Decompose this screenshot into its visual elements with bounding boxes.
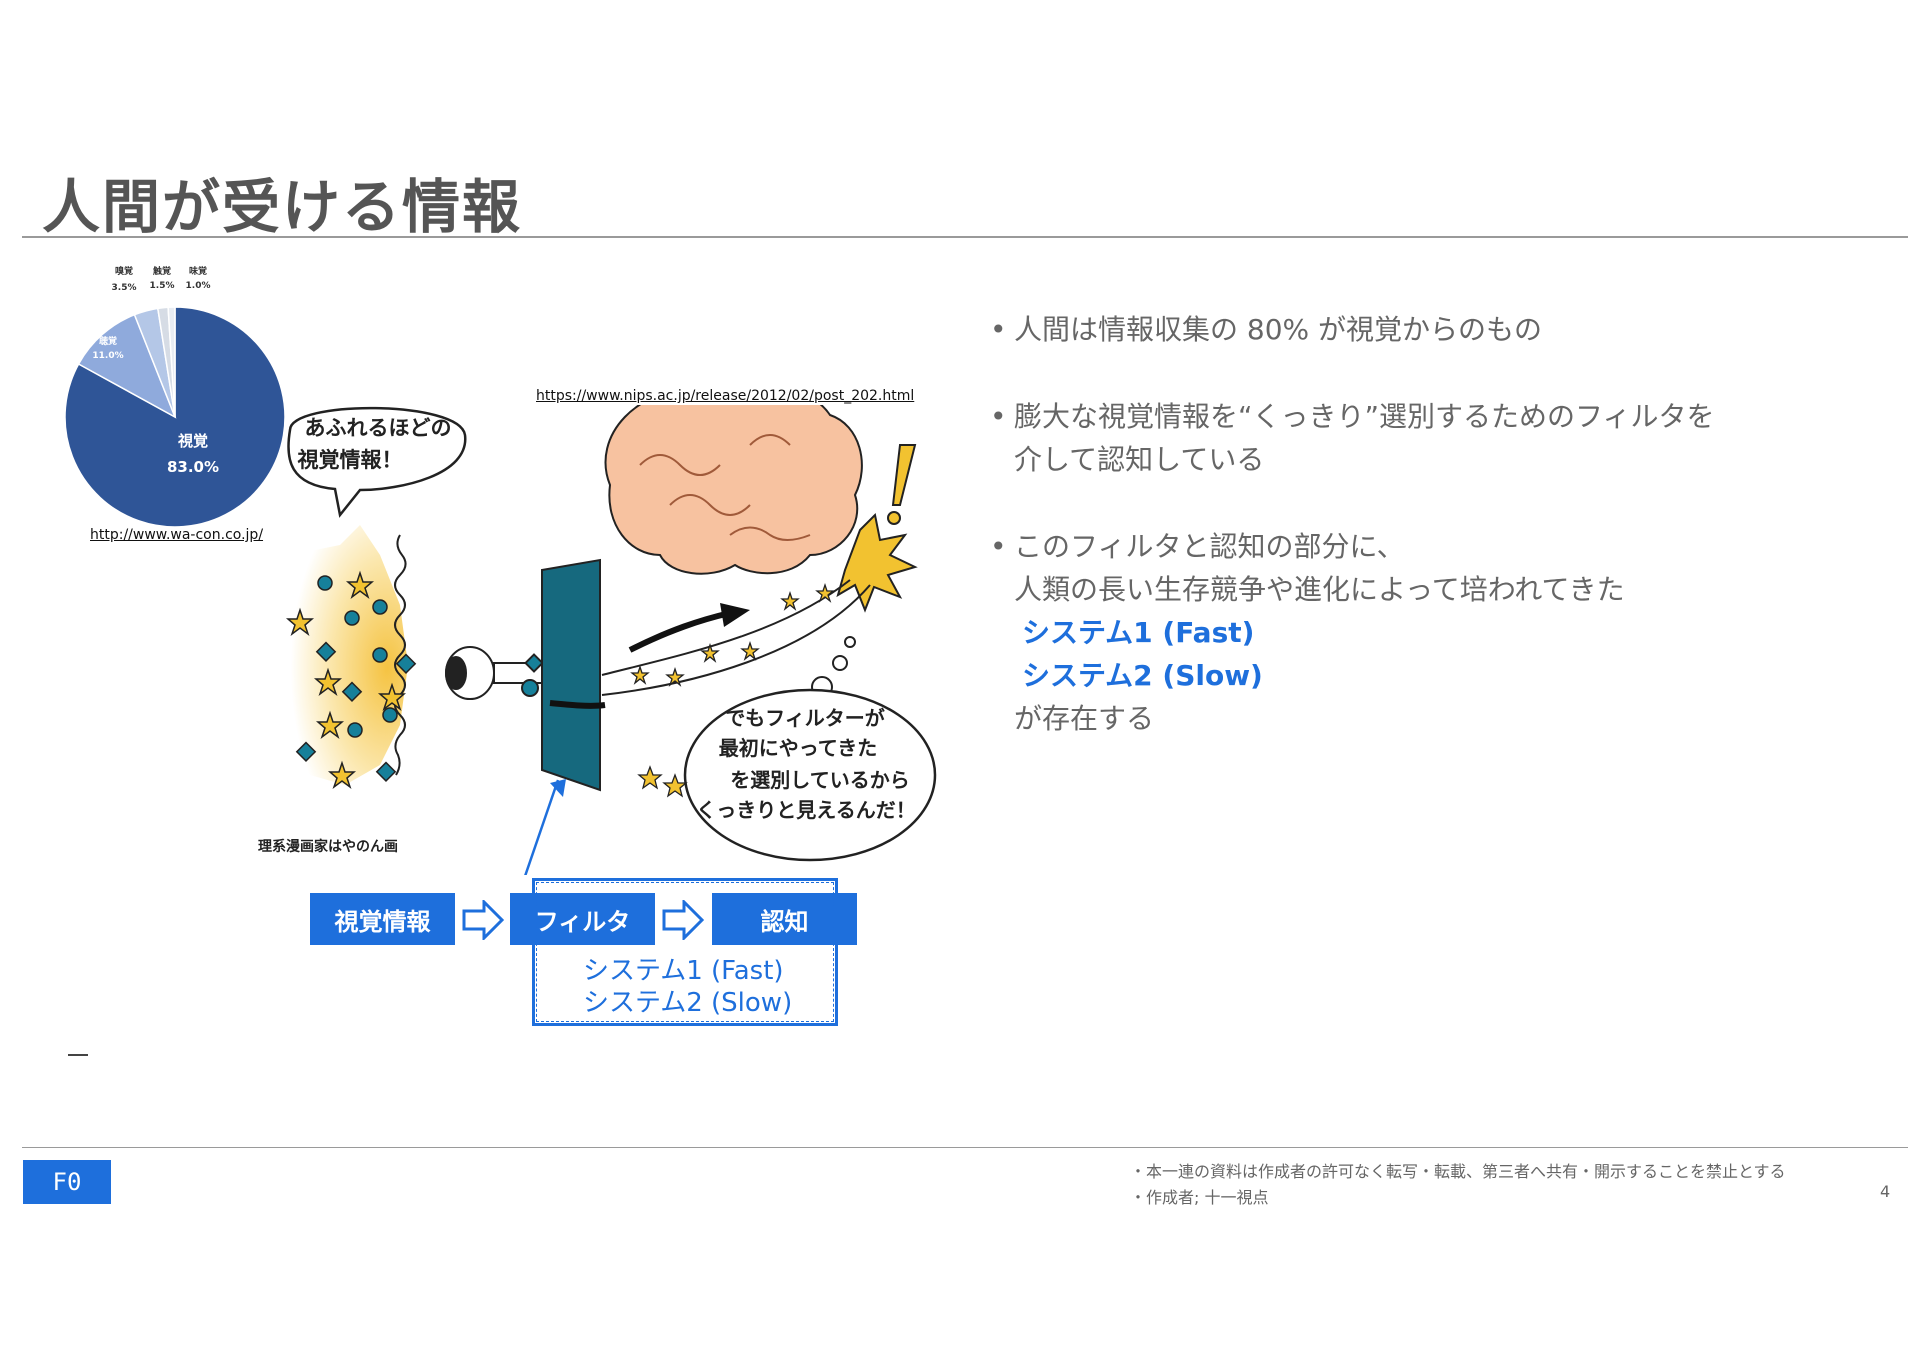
brain: [604, 405, 863, 575]
bubble-left: [287, 406, 467, 518]
bullet-1: 人間は情報収集の 80% が視覚からのもの: [990, 308, 1890, 351]
filter-pointer-arrow: [524, 779, 560, 875]
exclamation-mark: [891, 444, 917, 506]
pie-value-taste: 1.0%: [186, 281, 211, 291]
pie-slice-taste: [167, 306, 176, 418]
info-symbols: [285, 570, 417, 790]
bullet-2-line1: 膨大な視覚情報を“くっきり”選別するためのフィルタを: [1014, 400, 1715, 433]
bullet-3-line5: が存在する: [1014, 702, 1155, 735]
bullet-3-system2: システム2 (Slow): [1022, 659, 1263, 692]
filter-panel: [541, 558, 601, 792]
pie-source-link[interactable]: http://www.wa-con.co.jp/: [90, 527, 264, 543]
arrow-to-brain: [628, 610, 731, 653]
footer-note-1: ・本一連の資料は作成者の許可なく転写・転載、第三者へ共有・開示することを禁止とす…: [1130, 1162, 1786, 1181]
flow-arrow-2-icon: [662, 900, 704, 940]
pie-value-touch: 1.5%: [150, 281, 175, 291]
bubble-left-line2: 視覚情報！: [297, 448, 403, 472]
section-badge: F0: [23, 1160, 111, 1204]
bubble-right-line2: 最初にやってきた: [719, 736, 877, 760]
burst: [836, 512, 918, 613]
flow-system1: システム1 (Fast): [583, 956, 784, 986]
page-title: 人間が受ける情報: [42, 173, 523, 241]
bullet-1-text: 人間は情報収集の 80% が視覚からのもの: [1014, 313, 1543, 346]
illustration-credit: 理系漫画家はやのん画: [258, 838, 398, 855]
pie-label-visual: 視覚: [177, 432, 208, 450]
bullet-2-line2: 介して認知している: [1014, 443, 1265, 476]
bullet-3: このフィルタと認知の部分に、 人類の長い生存競争や進化によって培われてきた シス…: [990, 525, 1890, 740]
eye: [445, 646, 545, 700]
filter-illustration: あふれるほどの 視覚情報！ でもフィルターが 最初にやってきた を選別しているか…: [258, 405, 937, 875]
pie-value-smell: 3.5%: [112, 283, 137, 293]
bubble-right-stars: [637, 765, 688, 798]
system-frame: [532, 878, 838, 1026]
placeholder-dash: [68, 1054, 88, 1056]
wavy-border: [394, 534, 407, 776]
page-number: 4: [1880, 1182, 1891, 1201]
pie-chart-svg: 視覚 83.0% 聴覚 11.0% 嗅覚 3.5% 触覚 1.5% 味覚 1.0…: [64, 265, 286, 527]
pie-label-touch: 触覚: [152, 265, 171, 277]
arrow-curved: [549, 700, 606, 709]
bubble-right-line4: くっきりと見えるんだ！: [696, 798, 915, 822]
bubble-right: [683, 688, 937, 862]
nerve-stars: [630, 582, 835, 687]
glow-area: [270, 525, 408, 785]
title-divider: [22, 236, 1908, 238]
bubble-right-line3: を選別しているから: [730, 768, 909, 792]
footer-divider: [22, 1147, 1908, 1148]
bubble-left-line1: あふれるほどの: [305, 416, 452, 440]
bullet-2: 膨大な視覚情報を“くっきり”選別するためのフィルタを 介して認知している: [990, 395, 1890, 481]
pie-label-smell: 嗅覚: [115, 265, 133, 277]
flow-box-visual: 視覚情報: [310, 893, 455, 945]
flow-system2: システム2 (Slow): [583, 988, 793, 1018]
pie-value-visual: 83.0%: [167, 458, 219, 476]
footer-note-2: ・作成者; 十一視点: [1130, 1188, 1269, 1207]
pie-chart: 視覚 83.0% 聴覚 11.0% 嗅覚 3.5% 触覚 1.5% 味覚 1.0…: [60, 262, 290, 527]
illustration-source-link[interactable]: https://www.nips.ac.jp/release/2012/02/p…: [536, 388, 915, 404]
bullet-list: 人間は情報収集の 80% が視覚からのもの 膨大な視覚情報を“くっきり”選別する…: [990, 308, 1890, 784]
pie-value-hearing: 11.0%: [92, 351, 123, 361]
bubble-right-line1: でもフィルターが: [725, 706, 885, 730]
bullet-3-system1: システム1 (Fast): [1022, 616, 1255, 649]
system-frame-inner: [536, 882, 834, 1022]
bullet-3-line1: このフィルタと認知の部分に、: [1014, 530, 1405, 563]
nerve-path: [601, 579, 851, 676]
flow-arrow-1-icon: [462, 900, 504, 940]
pie-label-hearing: 聴覚: [99, 335, 117, 347]
bullet-3-line2: 人類の長い生存競争や進化によって培われてきた: [1014, 573, 1625, 606]
flow-box-cognition: 認知: [712, 893, 857, 945]
pie-label-taste: 味覚: [189, 265, 207, 277]
pie-slice-hearing: [77, 313, 177, 419]
brain-folds: [639, 434, 811, 541]
